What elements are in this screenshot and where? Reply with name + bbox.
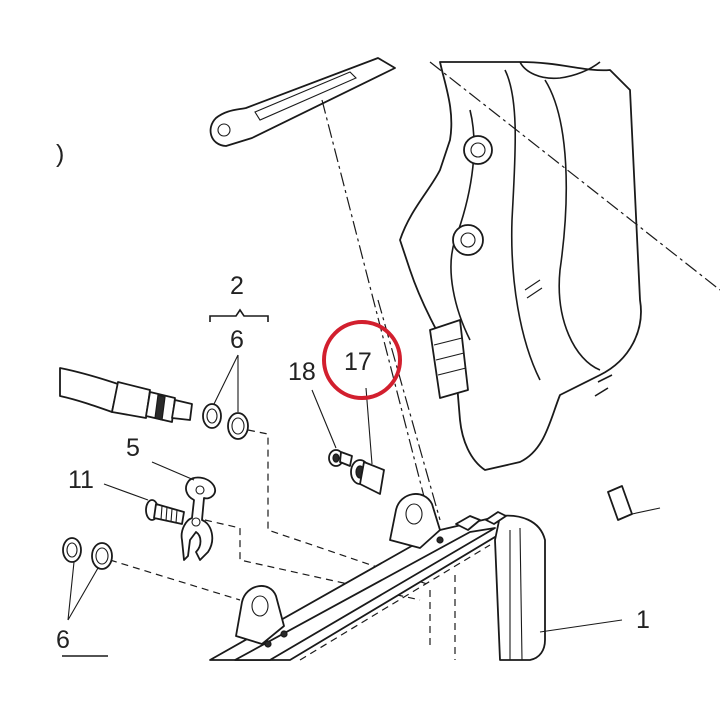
frame-1	[209, 493, 546, 661]
leader-18	[311, 389, 337, 449]
upper-assembly	[209, 57, 661, 521]
axis-line-3	[377, 299, 441, 521]
housing-tab-marks	[594, 374, 613, 397]
housing-slot-marks	[524, 279, 543, 299]
leader-17	[365, 387, 373, 465]
frame-clip-top-2	[485, 511, 507, 525]
small-tab	[607, 485, 633, 521]
bolt-11	[145, 499, 185, 525]
dash-clip-line	[204, 519, 421, 601]
link-bar-slot	[254, 71, 357, 121]
frame-top-rail-2	[234, 527, 496, 661]
pivot-hole-upper	[470, 142, 486, 158]
leader-6b	[67, 561, 99, 621]
leader-1	[539, 619, 623, 633]
label-18: 18	[288, 358, 316, 386]
o-ring-b	[227, 412, 249, 440]
label-2: 2	[230, 272, 244, 300]
leader-11	[103, 483, 149, 501]
label-5: 5	[126, 434, 140, 462]
o-rings-lower	[62, 537, 113, 570]
pivot-hole-lower	[460, 232, 476, 248]
axis-line-1	[321, 99, 431, 521]
o-rings-upper	[202, 403, 249, 440]
small-tab-leader	[631, 507, 661, 515]
housing-edge-3	[544, 79, 601, 371]
link-bar	[209, 57, 396, 147]
axis-line-2	[429, 61, 720, 291]
frame-clip-top	[455, 515, 481, 531]
o-ring-a	[202, 403, 222, 429]
dash-ring-lower	[109, 559, 241, 601]
hose-fitting-thread	[154, 394, 166, 421]
rib-lines	[433, 337, 467, 376]
housing-body	[399, 61, 642, 471]
hose-fitting-tip	[171, 399, 193, 421]
hose-assembly	[59, 367, 193, 423]
leader-6a	[213, 354, 239, 412]
hose	[59, 367, 119, 413]
label-edge-fragment: )	[56, 140, 64, 168]
frame-grille-1	[299, 544, 491, 661]
housing-rib-block	[429, 319, 469, 399]
highlight-circle	[322, 320, 402, 400]
part-18-washer	[328, 449, 353, 467]
frame-side-inner	[509, 527, 523, 661]
label-1: 1	[636, 606, 650, 634]
frame-side-panel	[494, 514, 546, 661]
clip-5	[180, 476, 216, 561]
housing-edge-1	[504, 69, 541, 381]
frame-ear-right	[389, 493, 441, 549]
label-11: 11	[68, 466, 94, 494]
pivot-boss-upper	[463, 135, 493, 165]
label-6-lower: 6	[56, 626, 70, 654]
bolt-shank	[153, 503, 185, 525]
frame-ear-left	[235, 585, 285, 645]
link-bar-hole	[217, 123, 231, 137]
label-6-upper: 6	[230, 326, 244, 354]
leader-5	[151, 461, 195, 481]
label-17: 17	[344, 348, 372, 376]
housing-top-cap	[519, 61, 601, 80]
group-brace	[209, 308, 269, 322]
bolt-thread	[160, 505, 178, 524]
pivot-boss-lower	[452, 224, 484, 256]
hose-fitting-nut	[111, 381, 151, 419]
part-17-bushing	[350, 459, 385, 495]
